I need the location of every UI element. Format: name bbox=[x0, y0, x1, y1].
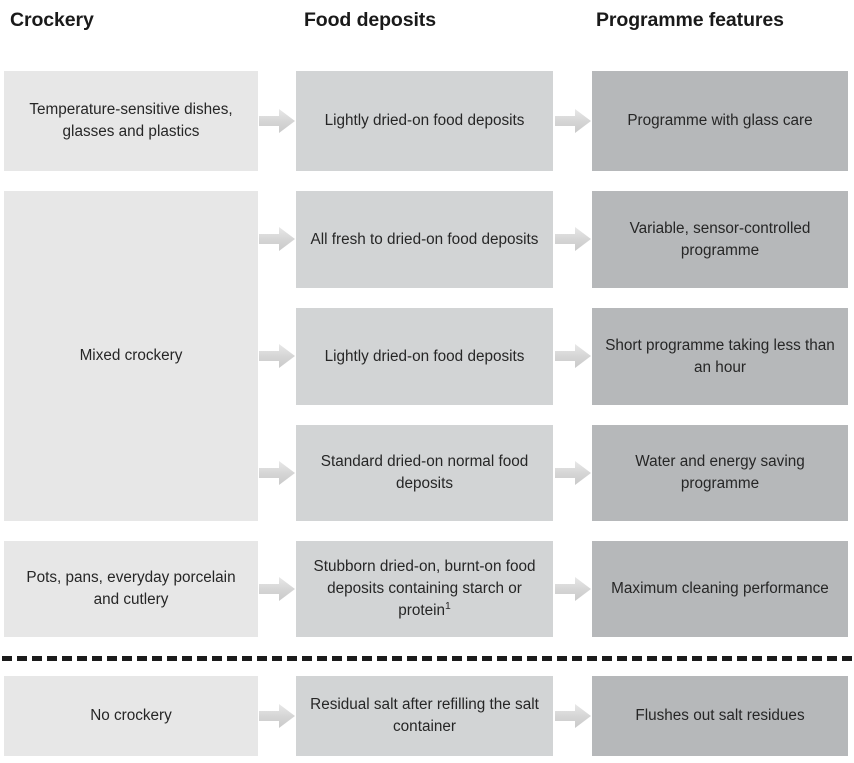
cell-deposits-row5: Stubborn dried-on, burnt-on food deposit… bbox=[296, 541, 553, 637]
arrow-right-icon bbox=[555, 106, 591, 136]
arrow-right-icon bbox=[259, 224, 295, 254]
column-headers: Crockery Food deposits Programme feature… bbox=[0, 0, 854, 66]
cell-deposits-row2: All fresh to dried-on food deposits bbox=[296, 191, 553, 288]
cell-deposits-row3: Lightly dried-on food deposits bbox=[296, 308, 553, 405]
cell-deposits-row6: Residual salt after refilling the salt c… bbox=[296, 676, 553, 756]
header-programme-features: Programme features bbox=[596, 9, 784, 31]
footnote-marker: 1 bbox=[445, 600, 451, 612]
header-food-deposits: Food deposits bbox=[304, 9, 436, 31]
cell-programme-row5: Maximum cleaning performance bbox=[592, 541, 848, 637]
cell-programme-row3: Short programme taking less than an hour bbox=[592, 308, 848, 405]
arrow-right-icon bbox=[555, 341, 591, 371]
arrow-right-icon bbox=[259, 458, 295, 488]
cell-crockery-row6: No crockery bbox=[4, 676, 258, 756]
deposits-row5-text: Stubborn dried-on, burnt-on food deposit… bbox=[313, 558, 536, 619]
header-crockery: Crockery bbox=[10, 9, 94, 31]
arrow-right-icon bbox=[259, 701, 295, 731]
cell-crockery-mixed: Mixed crockery bbox=[4, 191, 258, 521]
arrow-right-icon bbox=[555, 224, 591, 254]
arrow-right-icon bbox=[555, 574, 591, 604]
cell-crockery-row1: Temperature-sensitive dishes, glasses an… bbox=[4, 71, 258, 171]
arrow-right-icon bbox=[555, 701, 591, 731]
section-divider bbox=[2, 656, 852, 661]
arrow-right-icon bbox=[259, 341, 295, 371]
cell-crockery-row5: Pots, pans, everyday porcelain and cutle… bbox=[4, 541, 258, 637]
cell-programme-row6: Flushes out salt residues bbox=[592, 676, 848, 756]
arrow-right-icon bbox=[555, 458, 591, 488]
cell-programme-row4: Water and energy saving programme bbox=[592, 425, 848, 521]
cell-deposits-row4: Standard dried-on normal food deposits bbox=[296, 425, 553, 521]
arrow-right-icon bbox=[259, 574, 295, 604]
cell-deposits-row1: Lightly dried-on food deposits bbox=[296, 71, 553, 171]
cell-programme-row1: Programme with glass care bbox=[592, 71, 848, 171]
cell-programme-row2: Variable, sensor-controlled programme bbox=[592, 191, 848, 288]
arrow-right-icon bbox=[259, 106, 295, 136]
